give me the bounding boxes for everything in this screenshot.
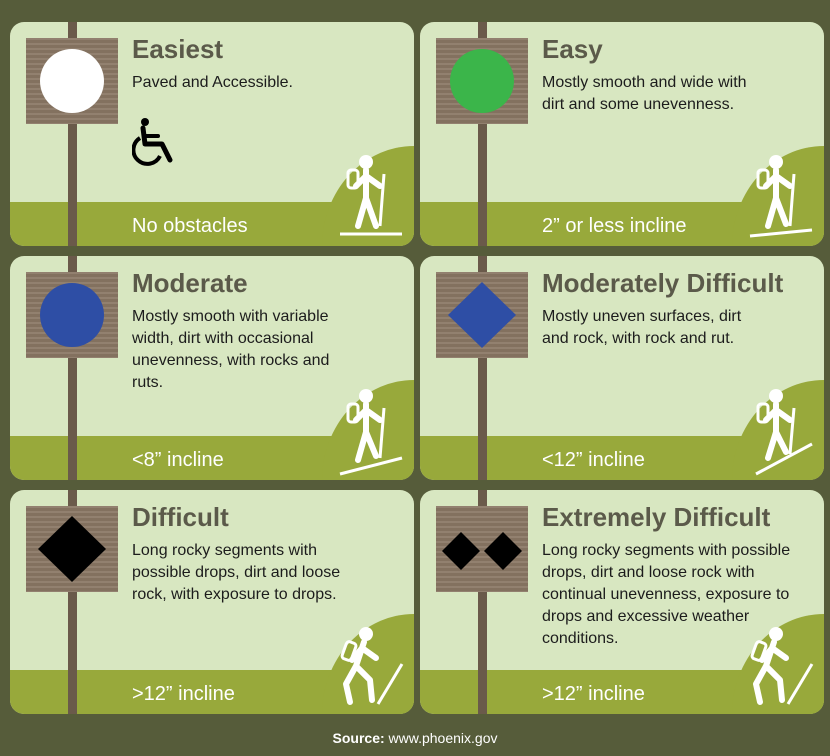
difficulty-description: Paved and Accessible.	[132, 74, 293, 91]
incline-label: No obstacles	[132, 215, 248, 237]
hiker-icon	[755, 389, 813, 476]
wheelchair-icon	[132, 118, 173, 166]
sign-board	[436, 38, 528, 124]
source-url: www.phoenix.gov	[388, 730, 498, 746]
sign-post	[478, 490, 487, 714]
difficulty-title: Difficult	[132, 502, 229, 532]
double-black-diamond-icon	[442, 532, 522, 570]
trail-card-moderately-difficult: Moderately Difficult Mostly uneven surfa…	[420, 256, 824, 480]
climber-icon	[340, 627, 404, 705]
sign-board	[436, 272, 528, 358]
trail-card-easiest: Easiest Paved and Accessible. No obstacl…	[10, 22, 414, 246]
incline-label: >12” incline	[132, 683, 235, 705]
hiker-icon	[749, 155, 813, 238]
source-label: Source:	[332, 730, 385, 746]
incline-label: <12” incline	[542, 449, 645, 471]
difficulty-title: Easy	[542, 34, 603, 64]
sign-board	[26, 38, 118, 124]
trail-card-difficult: Difficult Long rocky segments with possi…	[10, 490, 414, 714]
black-diamond-icon	[38, 516, 106, 582]
difficulty-description: Long rocky segments with possible drops,…	[542, 542, 791, 647]
trail-card-moderate: Moderate Mostly smooth with variable wid…	[10, 256, 414, 480]
sign-board	[436, 506, 528, 592]
difficulty-description: Long rocky segments with possible drops,…	[132, 542, 341, 603]
difficulty-description: Mostly smooth with variable width, dirt …	[132, 308, 330, 391]
hiker-icon	[339, 389, 403, 476]
green-circle-icon	[450, 49, 514, 113]
blue-diamond-icon	[448, 282, 516, 348]
difficulty-description: Mostly smooth and wide with dirt and som…	[542, 74, 747, 113]
climber-icon	[750, 627, 814, 705]
sign-post	[68, 490, 77, 714]
difficulty-title: Easiest	[132, 34, 224, 64]
sign-post	[68, 256, 77, 480]
source-credit: Source: www.phoenix.gov	[0, 730, 830, 746]
difficulty-title: Moderate	[132, 268, 248, 298]
sign-post	[68, 22, 77, 246]
blue-circle-icon	[40, 283, 104, 347]
trail-card-easy: Easy Mostly smooth and wide with dirt an…	[420, 22, 824, 246]
trail-card-extremely-difficult: Extremely Difficult Long rocky segments …	[420, 490, 824, 714]
difficulty-title: Moderately Difficult	[542, 268, 784, 298]
hiker-icon	[340, 155, 402, 236]
incline-label: 2” or less incline	[542, 215, 687, 237]
sign-post	[478, 256, 487, 480]
sign-board	[26, 272, 118, 358]
incline-label: >12” incline	[542, 683, 645, 705]
difficulty-title: Extremely Difficult	[542, 502, 771, 532]
sign-post	[478, 22, 487, 246]
white-circle-icon	[40, 49, 104, 113]
sign-board	[26, 506, 118, 592]
difficulty-description: Mostly uneven surfaces, dirt and rock, w…	[542, 308, 742, 347]
incline-label: <8” incline	[132, 449, 224, 471]
